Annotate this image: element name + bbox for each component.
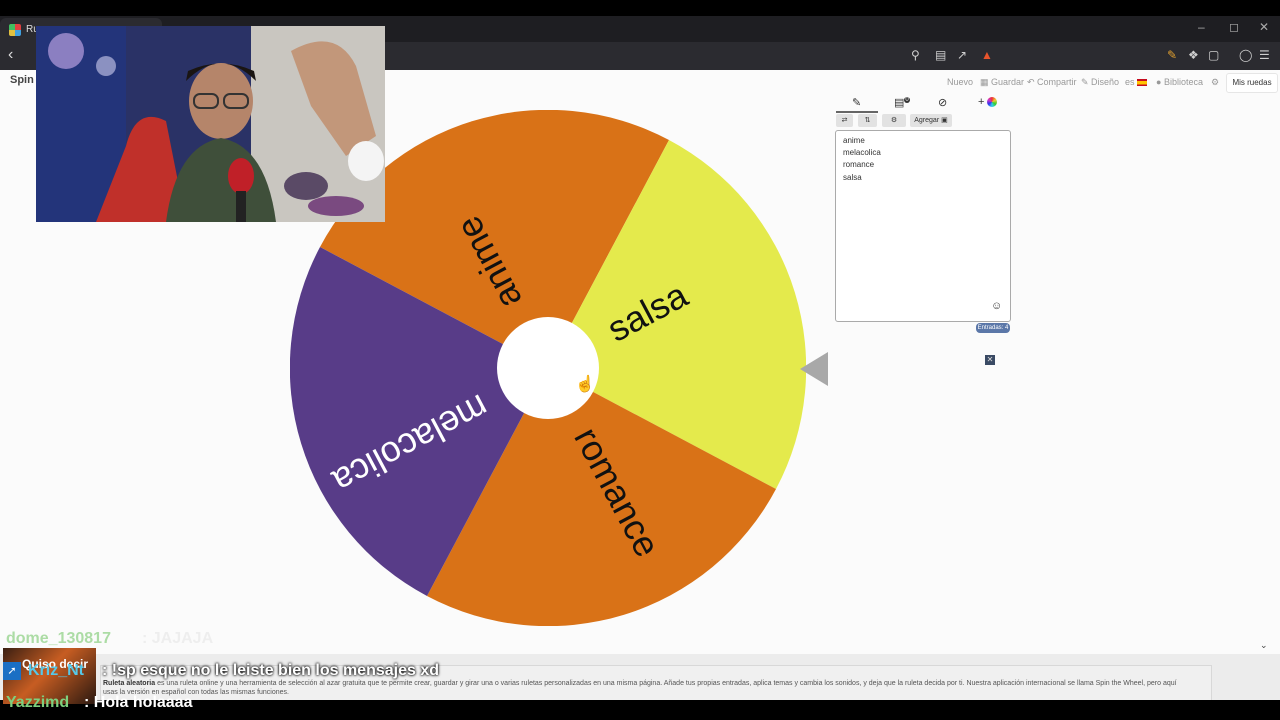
brush-icon: ✎ (1081, 77, 1092, 87)
entries-textarea[interactable] (835, 130, 1011, 322)
shuffle-button[interactable]: ⇄ (836, 114, 853, 127)
share-icon: ↶ (1027, 77, 1038, 87)
menu-save-label: Guardar (991, 77, 1025, 87)
menu-share[interactable]: ↶ Compartir (1027, 77, 1077, 88)
segment-salsa (548, 140, 806, 489)
add-image-button[interactable]: Agregar ▣ (910, 114, 952, 127)
wheel-center-button[interactable] (497, 317, 599, 419)
menu-language[interactable]: es (1125, 77, 1148, 87)
settings-button[interactable]: ⚙ (882, 114, 906, 127)
extensions-icon[interactable]: ❖ (1188, 48, 1199, 62)
footer-brand: Ruleta aleatoria (103, 680, 156, 687)
tab-hide-icon[interactable]: ⊘ (938, 97, 948, 109)
shuffle-icon: ⇄ (841, 117, 848, 124)
entry-item: romance (843, 160, 875, 169)
spain-flag-icon (1137, 79, 1148, 87)
segment-anime (320, 110, 669, 368)
close-window-icon[interactable]: ✕ (1259, 20, 1270, 34)
settings-icon[interactable]: ⚙ (1211, 77, 1220, 87)
streamer-webcam-image (36, 26, 385, 222)
entry-item: salsa (843, 173, 862, 182)
tab-clipboard-icon[interactable]: ▤0 (894, 97, 910, 109)
tab-title: Ru (26, 24, 39, 35)
chat-username: Yazzimd (6, 694, 70, 711)
my-wheels-button[interactable]: Mis ruedas (1226, 73, 1278, 93)
panel-tabs: ✎ ▤0 ⊘ + (836, 94, 1010, 112)
vpn-icon[interactable]: ◯ (1239, 48, 1253, 62)
footer-description-box (100, 665, 1212, 703)
share-icon[interactable]: ↗ (957, 48, 968, 62)
favicon-icon (9, 24, 21, 36)
chevron-down-icon[interactable]: ⌄ (1260, 640, 1268, 650)
chat-username: dome_130817 (6, 630, 111, 647)
sort-button[interactable]: ⇅ (858, 114, 877, 127)
chat-message: : JAJAJA (142, 630, 214, 647)
chat-message: : !sp esque no le leiste bien los mensaj… (102, 662, 439, 679)
chat-note: Quiso decir (22, 657, 89, 671)
reader-icon[interactable]: ▤ (935, 48, 947, 62)
tab-edit-pencil-icon[interactable]: ✎ (852, 97, 862, 109)
clipboard-badge: 0 (904, 97, 910, 104)
webcam-overlay (36, 26, 385, 222)
footer-description: Ruleta aleatoria es una ruleta online y … (103, 679, 1183, 697)
menu-design[interactable]: ✎ Diseño (1081, 77, 1119, 88)
menu-library[interactable]: ● Biblioteca (1156, 77, 1203, 87)
chat-badge-icon: ➚ (3, 662, 21, 680)
menu-save[interactable]: ▦ Guardar (980, 77, 1024, 88)
top-black-bar (0, 0, 1280, 16)
menu-design-label: Diseño (1091, 77, 1120, 87)
image-icon: ▣ (941, 117, 948, 124)
menu-library-label: Biblioteca (1163, 77, 1203, 87)
spin-wheel[interactable]: anime salsa romance melacolica (290, 110, 806, 626)
chat-message: : Hola holaaaa (84, 694, 193, 711)
entry-item: anime (843, 136, 865, 145)
active-tab-indicator (836, 111, 878, 113)
entry-item: melacolica (843, 148, 881, 157)
back-button[interactable]: ‹ (8, 46, 14, 63)
folder-icon: ▦ (980, 77, 992, 87)
segment-romance (427, 368, 776, 626)
zoom-icon[interactable]: ⚲ (911, 48, 920, 62)
restore-icon[interactable]: ◻ (1229, 20, 1239, 34)
minimize-icon[interactable]: – (1198, 20, 1205, 34)
tab-add-color-icon[interactable]: + (978, 96, 998, 108)
close-icon[interactable]: ✕ (985, 355, 995, 365)
sort-icon: ⇅ (864, 117, 871, 124)
add-button-label: Agregar (914, 117, 940, 124)
menu-language-label: es (1125, 77, 1135, 87)
menu-new[interactable]: Nuevo (947, 77, 974, 87)
site-logo[interactable]: Spin (10, 74, 34, 86)
globe-icon: ● (1156, 77, 1164, 87)
footer-text: es una ruleta online y una herramienta d… (103, 680, 1177, 696)
emoji-icon[interactable]: ☺ (991, 300, 1003, 312)
color-wheel-icon (987, 97, 998, 108)
menu-icon[interactable]: ☰ (1259, 48, 1270, 62)
chat-username: Kriz_Nt (28, 662, 85, 679)
hand-cursor-icon: ☝ (575, 376, 595, 393)
shield-icon[interactable]: ▲ (981, 48, 993, 62)
entries-count-badge: Entradas: 4 (976, 323, 1010, 333)
wallet-icon[interactable]: ▢ (1208, 48, 1220, 62)
key-icon[interactable]: ✎ (1167, 48, 1178, 62)
gear-icon: ⚙ (890, 117, 898, 124)
segment-melacolica (290, 247, 548, 596)
wheel-pointer-icon (800, 352, 828, 386)
bottom-black-bar (0, 700, 1280, 720)
menu-share-label: Compartir (1037, 77, 1077, 87)
